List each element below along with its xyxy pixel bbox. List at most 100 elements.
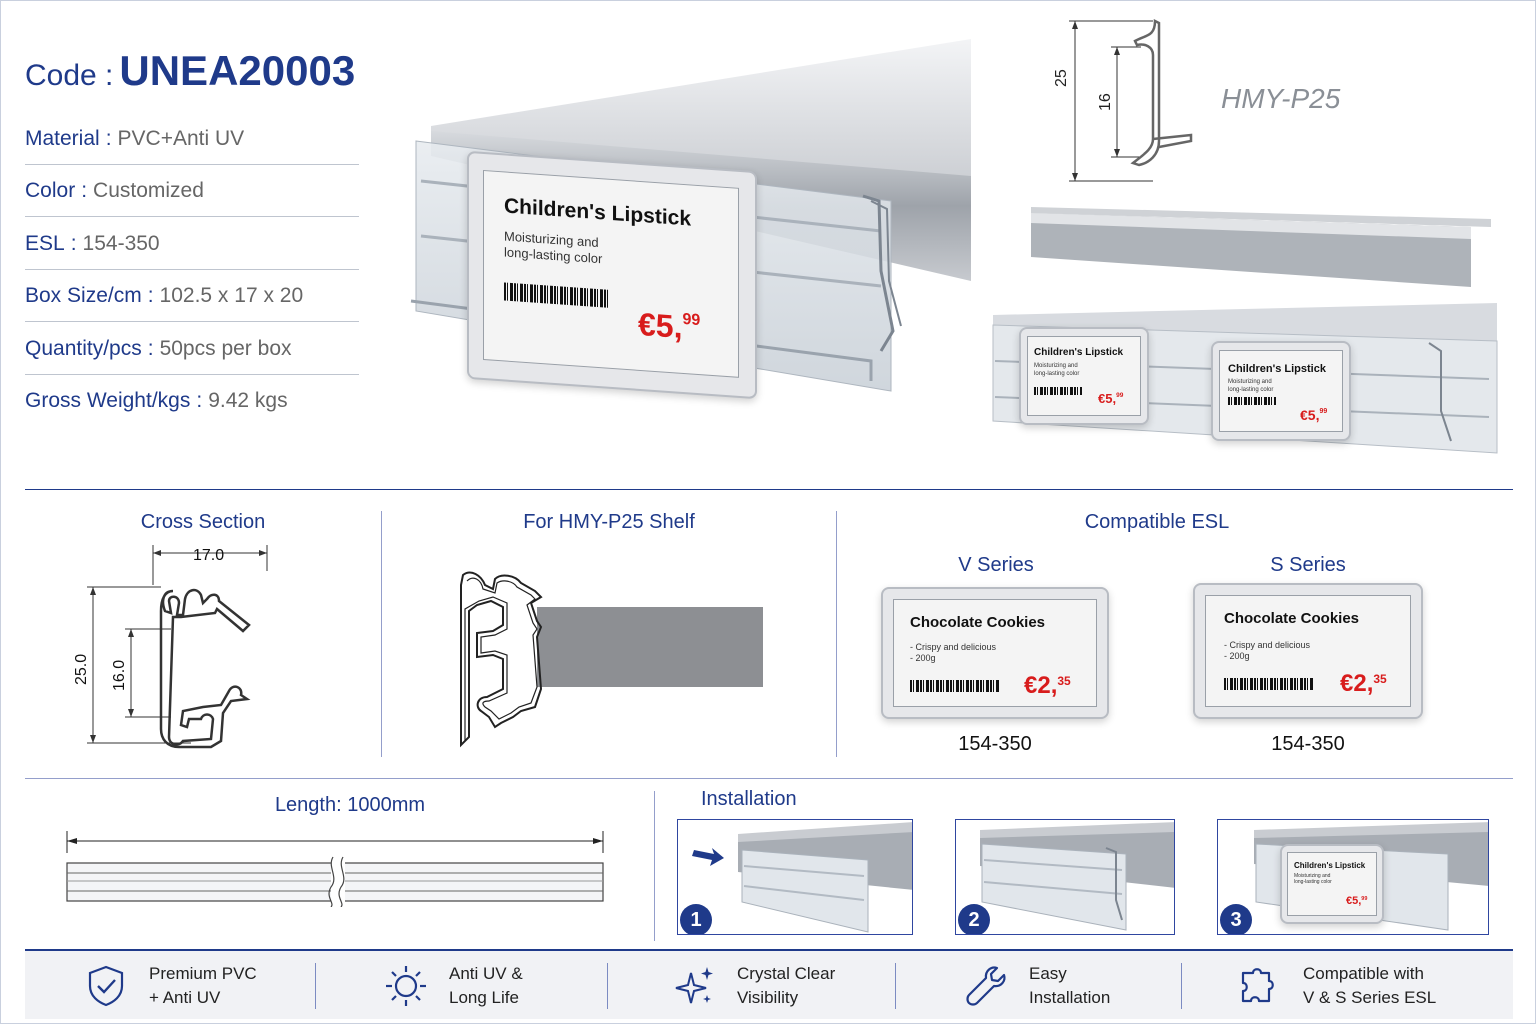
spec-row-box-size: Box Size/cm:102.5 x 17 x 20: [25, 270, 359, 322]
installed-esl-tag: Children's Lipstick Moisturizing and lon…: [1211, 341, 1351, 441]
esl-product-name: Children's Lipstick: [1294, 861, 1366, 870]
esl-screen: Chocolate Cookies - Crispy and delicious…: [1205, 595, 1411, 707]
shelf-fit-drawing: [460, 571, 763, 748]
install-step-2-image: 2: [955, 819, 1175, 935]
spec-label: Material: [25, 126, 100, 150]
cross-section-width: 17.0: [193, 547, 225, 564]
esl-price: €5,99: [1098, 391, 1123, 406]
feature-separator: [895, 963, 896, 1009]
code-label: Code :: [25, 59, 114, 92]
feature-separator: [607, 963, 608, 1009]
length-title: Length: 1000mm: [274, 794, 426, 816]
section-divider: [654, 791, 655, 941]
install-step-3-image: Children's Lipstick Moisturizing and lon…: [1217, 819, 1489, 935]
esl-price: €2,35: [1340, 670, 1387, 698]
esl-product-name: Chocolate Cookies: [1224, 610, 1360, 627]
sparkle-icon: [671, 963, 717, 1009]
feature-separator: [315, 963, 316, 1009]
esl-desc-line: long-lasting color: [1294, 879, 1332, 886]
feature-line: + Anti UV: [149, 988, 221, 1007]
feature-text: Anti UV & Long Life: [449, 962, 523, 1010]
section-divider: [25, 778, 1513, 779]
sun-icon: [383, 963, 429, 1009]
spec-row-quantity: Quantity/pcs:50pcs per box: [25, 323, 359, 375]
price-main: €5,: [1300, 407, 1320, 423]
feature-line: V & S Series ESL: [1303, 988, 1437, 1007]
esl-description: - Crispy and delicious - 200g: [1224, 640, 1310, 663]
esl-description: Moisturizing and long-lasting color: [1034, 363, 1079, 378]
feature-line: Visibility: [737, 988, 799, 1007]
cross-section-inner: 16.0: [111, 659, 128, 691]
feature-anti-uv: Anti UV & Long Life: [383, 951, 523, 1021]
feature-premium-pvc: Premium PVC + Anti UV: [83, 951, 257, 1021]
esl-description: Moisturizing and long-lasting color: [1228, 379, 1273, 394]
spec-label: Quantity/pcs: [25, 336, 142, 360]
feature-bar: Premium PVC+ Anti UV Anti UV &Long Life …: [25, 949, 1513, 1019]
shield-check-icon: [83, 963, 129, 1009]
esl-desc-line: Moisturizing and: [1294, 873, 1331, 879]
step-badge: 1: [680, 904, 712, 934]
esl-product-name: Children's Lipstick: [504, 194, 692, 231]
feature-line: Compatible with: [1303, 964, 1424, 983]
price-main: €5,: [638, 305, 683, 345]
esl-price: €2,35: [1024, 672, 1071, 700]
profile-dim-inner: 16: [1097, 93, 1114, 111]
esl-desc-line: - 200g: [910, 653, 936, 664]
price-cents: 99: [1361, 895, 1368, 902]
compatible-esl-title: Compatible ESL: [1084, 511, 1230, 533]
v-series-range: 154-350: [958, 733, 1032, 755]
esl-product-name: Children's Lipstick: [1228, 363, 1326, 375]
code-value: UNEA20003: [119, 47, 356, 94]
wrench-icon: [963, 963, 1009, 1009]
price-cents: 35: [1373, 671, 1387, 686]
install-step-2-illustration: [980, 822, 1174, 931]
v-series-title: V Series: [958, 554, 1034, 576]
step-badge: 3: [1220, 904, 1252, 934]
v-series-esl-tag: Chocolate Cookies - Crispy and delicious…: [881, 587, 1109, 719]
product-code: Code :UNEA20003: [25, 47, 355, 95]
spec-row-esl: ESL:154-350: [25, 218, 359, 270]
spec-row-color: Color:Customized: [25, 165, 359, 217]
hero-esl-tag: Children's Lipstick Moisturizing and lon…: [467, 150, 757, 400]
spec-value: 9.42 kgs: [208, 389, 288, 412]
install-step-1-image: 1: [677, 819, 913, 935]
feature-line: Premium PVC: [149, 964, 257, 983]
esl-description: Moisturizing and long-lasting color: [504, 228, 602, 267]
esl-product-name: Chocolate Cookies: [910, 614, 1046, 631]
esl-price: €5,99: [638, 306, 700, 347]
cross-section-drawing: [87, 545, 268, 749]
price-cents: 99: [1116, 391, 1124, 399]
feature-line: Crystal Clear: [737, 964, 836, 983]
esl-screen: Children's Lipstick Moisturizing and lon…: [1027, 336, 1141, 416]
esl-screen: Chocolate Cookies - Crispy and delicious…: [893, 599, 1097, 707]
esl-desc-line: long-lasting color: [1034, 370, 1080, 377]
spec-row-gross-weight: Gross Weight/kgs:9.42 kgs: [25, 389, 288, 412]
esl-desc-line: Moisturizing and: [1034, 363, 1078, 369]
barcode: [1224, 678, 1314, 690]
spec-label: Gross Weight/kgs: [25, 389, 191, 412]
esl-screen: Children's Lipstick Moisturizing and lon…: [1287, 852, 1377, 916]
esl-price: €5,99: [1346, 895, 1367, 907]
spec-label: ESL: [25, 231, 65, 255]
price-main: €5,: [1346, 895, 1362, 907]
price-cents: 35: [1057, 673, 1071, 688]
feature-line: Anti UV &: [449, 964, 523, 983]
spec-row-material: Material:PVC+Anti UV: [25, 113, 359, 165]
barcode: [910, 680, 1000, 692]
spec-value: PVC+Anti UV: [117, 126, 245, 150]
install-step-1-illustration: [692, 822, 912, 933]
esl-desc-line: - Crispy and delicious: [910, 642, 997, 652]
esl-desc-line: - 200g: [1224, 651, 1250, 662]
feature-line: Long Life: [449, 988, 519, 1007]
installation-title: Installation: [701, 788, 797, 810]
feature-line: Easy: [1029, 964, 1067, 983]
esl-description: - Crispy and delicious - 200g: [910, 642, 996, 665]
esl-screen: Children's Lipstick Moisturizing and lon…: [1219, 350, 1343, 432]
shelf-model-label: HMY-P25: [1221, 83, 1341, 114]
section-divider: [25, 489, 1513, 490]
